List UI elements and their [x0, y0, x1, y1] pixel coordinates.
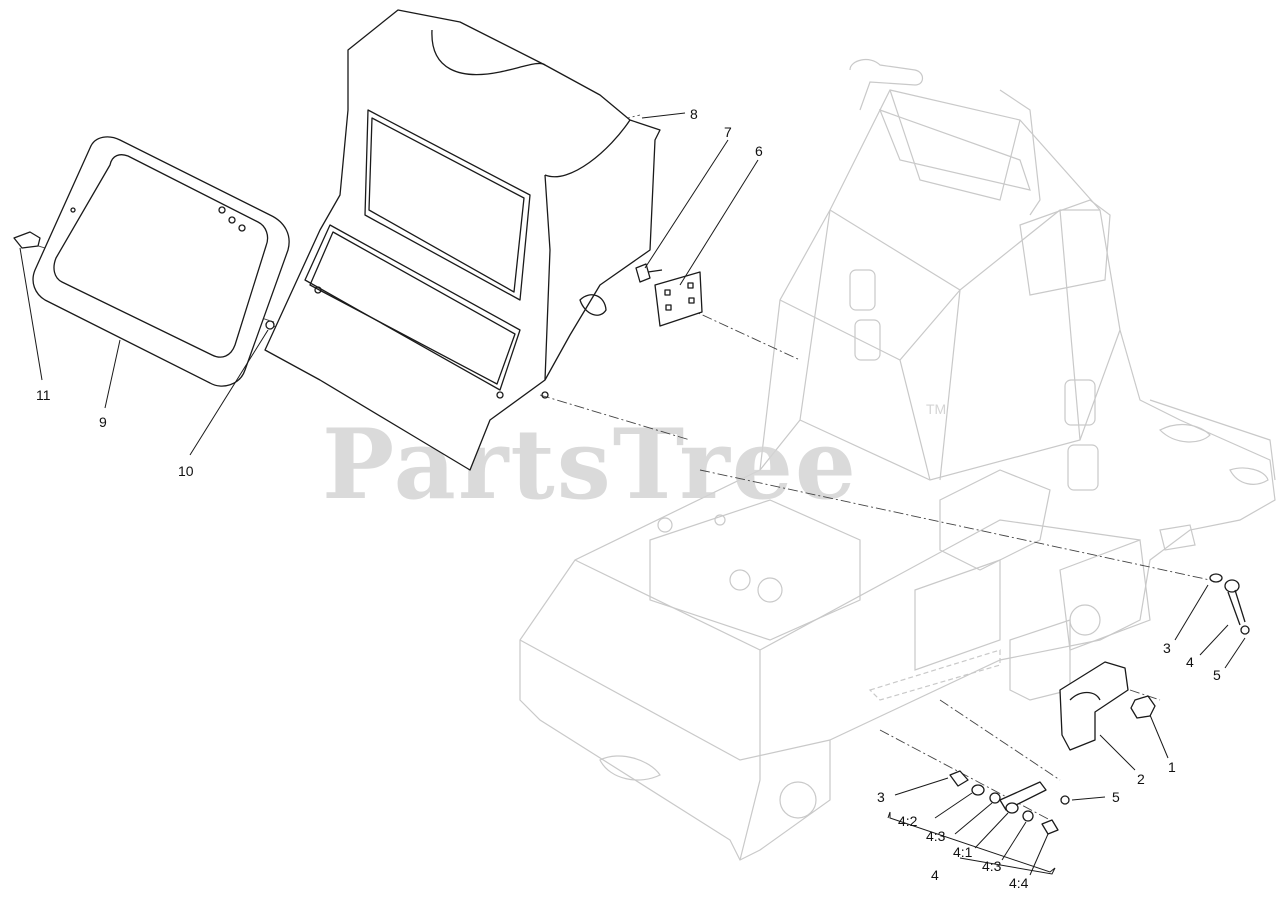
window-frame	[32, 136, 290, 387]
callout-11: 11	[36, 387, 51, 403]
nut-1	[1130, 695, 1156, 719]
callout-4-4: 4:4	[1009, 875, 1029, 891]
cover-panel	[264, 9, 661, 471]
callout-4-3-b: 4:3	[982, 858, 1002, 874]
callout-2: 2	[1137, 771, 1145, 787]
callout-3-right: 3	[1163, 640, 1171, 656]
callout-7: 7	[724, 124, 732, 140]
link-assembly-right	[1209, 573, 1250, 635]
callout-5-right: 5	[1213, 667, 1221, 683]
callout-6: 6	[755, 143, 763, 159]
callout-3-lower: 3	[877, 789, 885, 805]
callout-5-lower: 5	[1112, 789, 1120, 805]
callout-4-3-a: 4:3	[926, 828, 946, 844]
bolt-7	[635, 263, 663, 283]
bracket-2	[1059, 661, 1129, 751]
bracket-plate-6	[654, 271, 703, 327]
callout-4-right: 4	[1186, 654, 1194, 670]
callout-4-1: 4:1	[953, 844, 973, 860]
callout-4-lower: 4	[931, 867, 939, 883]
machine-frame	[519, 58, 1276, 861]
leader-lines	[19, 112, 1246, 876]
callout-1: 1	[1168, 759, 1176, 775]
callout-labels: 8 7 6 11 9 10 3 4 5 1 2 3 5 4:2 4:3 4:1 …	[36, 106, 1221, 891]
callout-8: 8	[690, 106, 698, 122]
clip-11	[13, 231, 41, 249]
callout-10: 10	[178, 463, 194, 479]
link-assembly-lower	[949, 770, 1070, 835]
callout-9: 9	[99, 414, 107, 430]
fastener-10	[265, 320, 275, 330]
watermark-trademark: TM	[926, 401, 946, 417]
callout-4-2: 4:2	[898, 813, 918, 829]
